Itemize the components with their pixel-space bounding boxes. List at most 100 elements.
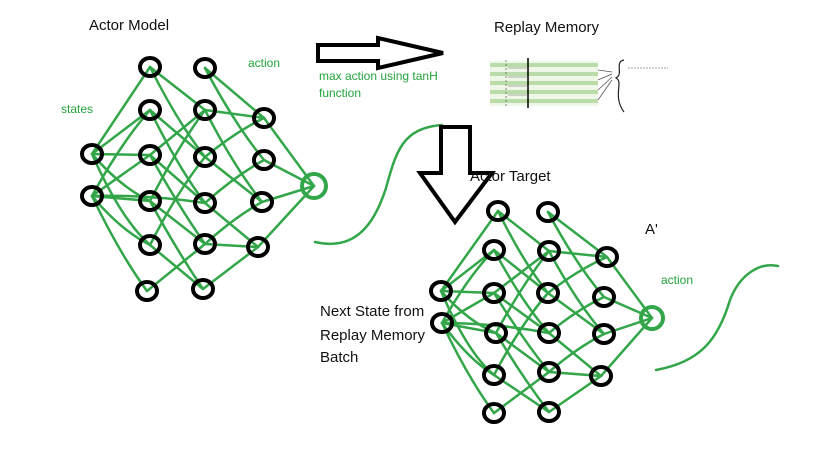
actor-model-neuron <box>138 144 162 166</box>
actor-model-neuron <box>252 149 276 171</box>
actor-model-edge <box>203 66 266 120</box>
actor-target-edge <box>547 332 606 374</box>
actor-target-edge <box>605 255 654 320</box>
actor-model-neuron <box>193 57 217 79</box>
actor-target-neuron <box>537 322 561 344</box>
actor-model-neuron <box>193 99 217 121</box>
actor-model-edge <box>262 158 316 188</box>
replay-memory-table-sketch <box>490 58 668 113</box>
actor-model-output-neuron <box>300 172 328 200</box>
actor-target-title: Actor Target <box>470 168 551 185</box>
actor-model-edge <box>203 201 260 249</box>
replay-table-row <box>490 90 598 94</box>
actor-target-edge <box>599 316 654 378</box>
actor-target-edge <box>496 209 551 253</box>
actor-model-title: Actor Model <box>89 17 169 34</box>
actor-model-edges <box>90 65 316 293</box>
actor-target-neuron <box>595 246 619 268</box>
actor-target-edge <box>547 331 603 378</box>
actor-model-neuron <box>246 236 270 258</box>
replay-table-row <box>490 63 598 67</box>
actor-target-a-prime-label: A' <box>645 221 658 238</box>
next-state-line-3: Batch <box>320 349 358 366</box>
actor-target-neuron <box>482 239 506 261</box>
actor-model-edge <box>145 242 207 293</box>
actor-target-neuron <box>482 364 506 386</box>
next-state-line-2: Replay Memory <box>320 327 426 344</box>
actor-target-neuron <box>536 282 560 304</box>
actor-model-edge <box>90 153 152 198</box>
actor-target-edge <box>602 295 654 320</box>
actor-model-edge <box>203 108 266 120</box>
actor-model-edge <box>148 199 207 246</box>
actor-target-edge <box>547 295 606 335</box>
actor-model-edge <box>90 152 152 157</box>
actor-model-edge <box>201 245 260 291</box>
actor-model-edge <box>260 184 316 204</box>
actor-target-neuron <box>589 365 613 387</box>
actor-target-edge <box>440 291 496 325</box>
actor-target-edge <box>547 249 609 259</box>
actor-model-edge <box>203 242 260 249</box>
actor-target-edge <box>492 249 551 295</box>
actor-model-neuron <box>138 234 162 256</box>
actor-model-neuron <box>193 192 217 214</box>
actor-model-network <box>80 56 328 302</box>
actor-target-neuron <box>429 280 453 302</box>
actor-target-neuron <box>482 402 506 424</box>
actor-target-edge <box>547 374 603 414</box>
arrow-note-line2: function <box>319 86 361 100</box>
actor-model-neuron <box>138 99 162 121</box>
actor-target-edge <box>546 210 609 259</box>
actor-target-action-label: action <box>661 273 693 287</box>
actor-target-output-neuron <box>639 305 665 331</box>
actor-target-neuron <box>537 401 561 423</box>
actor-target-neuron <box>536 201 560 223</box>
actor-target-edge <box>492 291 551 335</box>
brace-icon <box>614 59 625 113</box>
actor-model-edge <box>148 153 207 205</box>
actor-model-neuron <box>193 146 217 168</box>
actor-model-edge <box>203 116 266 159</box>
actor-model-neuron <box>250 191 274 213</box>
actor-model-neuron <box>138 56 162 78</box>
down-arrow-icon <box>416 125 497 226</box>
actor-target-neuron <box>482 282 506 304</box>
actor-target-neuron <box>430 312 454 334</box>
actor-target-neuron <box>537 361 561 383</box>
right-arrow-icon <box>316 35 444 71</box>
actor-model-edge <box>148 108 207 157</box>
actor-model-neuron <box>252 107 276 129</box>
actor-model-edge <box>203 158 266 205</box>
actor-model-action-label: action <box>248 56 280 70</box>
actor-model-nodes <box>80 56 328 302</box>
actor-model-neuron <box>80 185 104 207</box>
actor-target-edge <box>494 331 551 374</box>
connector-squiggle-right <box>654 264 780 372</box>
actor-target-neuron <box>592 286 616 308</box>
actor-target-neuron <box>486 200 510 222</box>
actor-target-edge <box>547 370 603 378</box>
actor-target-neuron <box>592 323 616 345</box>
actor-target-nodes <box>429 200 665 424</box>
replay-table-lines <box>597 69 613 101</box>
actor-target-network <box>429 200 665 424</box>
next-state-line-1: Next State from <box>320 303 424 320</box>
replay-table-row <box>490 99 598 103</box>
actor-model-neuron <box>191 278 215 300</box>
actor-model-edge <box>90 108 152 156</box>
actor-target-edge <box>492 370 551 415</box>
replay-memory-title: Replay Memory <box>494 19 600 36</box>
actor-target-edge <box>439 289 496 295</box>
connector-squiggle-left <box>313 123 444 246</box>
actor-model-edge <box>148 65 207 112</box>
replay-table-row <box>490 81 598 85</box>
actor-model-neuron <box>138 190 162 212</box>
actor-model-edge <box>203 200 264 246</box>
actor-target-edge <box>602 316 654 336</box>
actor-model-neuron <box>193 233 217 255</box>
actor-model-states-label: states <box>61 102 93 116</box>
arrow-note-line1: max action using tanH <box>319 69 438 83</box>
